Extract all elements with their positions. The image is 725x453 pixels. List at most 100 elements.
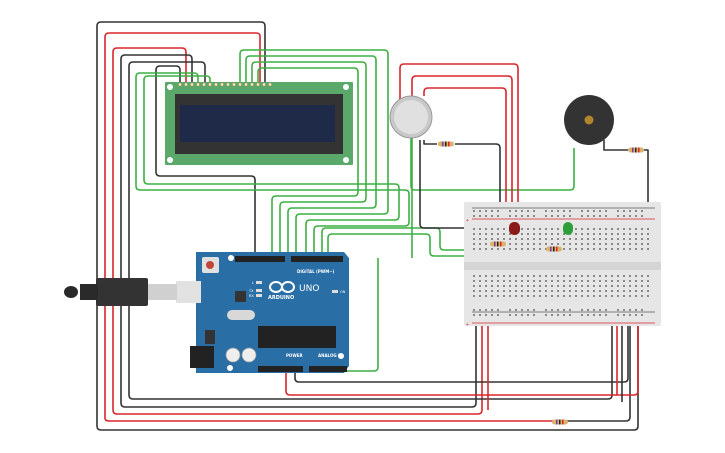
breadboard-hole[interactable]: [641, 243, 643, 245]
breadboard-hole[interactable]: [629, 280, 631, 282]
breadboard-hole[interactable]: [473, 215, 475, 217]
breadboard-hole[interactable]: [599, 233, 601, 235]
breadboard-hole[interactable]: [479, 215, 481, 217]
wire-black[interactable]: [155, 65, 256, 258]
wire-red[interactable]: [411, 75, 513, 232]
breadboard-hole[interactable]: [497, 210, 499, 212]
breadboard-hole[interactable]: [605, 233, 607, 235]
wire-green[interactable]: [257, 67, 359, 258]
breadboard-hole[interactable]: [563, 290, 565, 292]
breadboard-hole[interactable]: [503, 248, 505, 250]
breadboard-hole[interactable]: [569, 309, 571, 311]
breadboard-hole[interactable]: [641, 215, 643, 217]
breadboard-hole[interactable]: [623, 228, 625, 230]
breadboard-hole[interactable]: [617, 280, 619, 282]
breadboard-hole[interactable]: [557, 210, 559, 212]
wire-black[interactable]: [455, 143, 501, 208]
breadboard-hole[interactable]: [479, 295, 481, 297]
wire-green[interactable]: [251, 61, 367, 258]
breadboard-hole[interactable]: [533, 280, 535, 282]
breadboard-hole[interactable]: [503, 228, 505, 230]
breadboard-hole[interactable]: [629, 233, 631, 235]
breadboard-hole[interactable]: [491, 285, 493, 287]
breadboard-hole[interactable]: [587, 238, 589, 240]
breadboard-hole[interactable]: [575, 248, 577, 250]
breadboard-hole[interactable]: [515, 215, 517, 217]
breadboard-hole[interactable]: [575, 238, 577, 240]
breadboard-hole[interactable]: [551, 314, 553, 316]
breadboard-hole[interactable]: [593, 295, 595, 297]
breadboard-hole[interactable]: [527, 238, 529, 240]
breadboard-hole[interactable]: [593, 285, 595, 287]
breadboard-hole[interactable]: [647, 233, 649, 235]
breadboard-hole[interactable]: [587, 275, 589, 277]
breadboard-hole[interactable]: [581, 285, 583, 287]
piezo-buzzer[interactable]: [564, 95, 614, 145]
breadboard-hole[interactable]: [551, 309, 553, 311]
breadboard-hole[interactable]: [497, 215, 499, 217]
breadboard-hole[interactable]: [509, 314, 511, 316]
breadboard-hole[interactable]: [581, 290, 583, 292]
breadboard-hole[interactable]: [635, 285, 637, 287]
breadboard-hole[interactable]: [623, 238, 625, 240]
breadboard-hole[interactable]: [641, 285, 643, 287]
breadboard-hole[interactable]: [557, 290, 559, 292]
breadboard-hole[interactable]: [509, 285, 511, 287]
breadboard-hole[interactable]: [551, 290, 553, 292]
breadboard-hole[interactable]: [581, 275, 583, 277]
breadboard-hole[interactable]: [473, 314, 475, 316]
breadboard-hole[interactable]: [623, 243, 625, 245]
lcd-pin[interactable]: [238, 82, 242, 87]
breadboard-hole[interactable]: [479, 210, 481, 212]
breadboard-hole[interactable]: [491, 238, 493, 240]
breadboard-hole[interactable]: [527, 243, 529, 245]
breadboard-hole[interactable]: [647, 228, 649, 230]
breadboard-hole[interactable]: [593, 210, 595, 212]
breadboard-hole[interactable]: [605, 248, 607, 250]
breadboard-hole[interactable]: [599, 243, 601, 245]
breadboard-hole[interactable]: [587, 215, 589, 217]
breadboard-hole[interactable]: [605, 210, 607, 212]
breadboard-hole[interactable]: [527, 210, 529, 212]
breadboard-hole[interactable]: [533, 290, 535, 292]
wire-green[interactable]: [245, 55, 377, 258]
wire-black[interactable]: [566, 318, 631, 422]
breadboard-hole[interactable]: [497, 314, 499, 316]
breadboard-hole[interactable]: [611, 248, 613, 250]
breadboard-hole[interactable]: [545, 285, 547, 287]
breadboard-hole[interactable]: [551, 210, 553, 212]
breadboard-hole[interactable]: [527, 314, 529, 316]
breadboard-hole[interactable]: [479, 233, 481, 235]
breadboard-hole[interactable]: [647, 238, 649, 240]
breadboard-hole[interactable]: [575, 280, 577, 282]
breadboard-hole[interactable]: [629, 290, 631, 292]
breadboard-hole[interactable]: [641, 280, 643, 282]
wire-green[interactable]: [321, 227, 520, 258]
breadboard-hole[interactable]: [497, 228, 499, 230]
breadboard-hole[interactable]: [515, 285, 517, 287]
breadboard-hole[interactable]: [629, 243, 631, 245]
breadboard-hole[interactable]: [569, 215, 571, 217]
breadboard-hole[interactable]: [581, 215, 583, 217]
breadboard-hole[interactable]: [581, 243, 583, 245]
breadboard-hole[interactable]: [563, 210, 565, 212]
breadboard-hole[interactable]: [533, 233, 535, 235]
breadboard-hole[interactable]: [599, 215, 601, 217]
breadboard-hole[interactable]: [569, 275, 571, 277]
breadboard-hole[interactable]: [593, 238, 595, 240]
breadboard-hole[interactable]: [491, 275, 493, 277]
breadboard-hole[interactable]: [569, 285, 571, 287]
breadboard-hole[interactable]: [629, 248, 631, 250]
breadboard-hole[interactable]: [641, 233, 643, 235]
breadboard-hole[interactable]: [491, 210, 493, 212]
breadboard-hole[interactable]: [611, 290, 613, 292]
breadboard-hole[interactable]: [557, 275, 559, 277]
breadboard-hole[interactable]: [551, 228, 553, 230]
breadboard-hole[interactable]: [533, 314, 535, 316]
breadboard-hole[interactable]: [515, 275, 517, 277]
breadboard-hole[interactable]: [641, 309, 643, 311]
breadboard-hole[interactable]: [563, 275, 565, 277]
breadboard-hole[interactable]: [635, 248, 637, 250]
breadboard-hole[interactable]: [485, 238, 487, 240]
breadboard-hole[interactable]: [629, 309, 631, 311]
